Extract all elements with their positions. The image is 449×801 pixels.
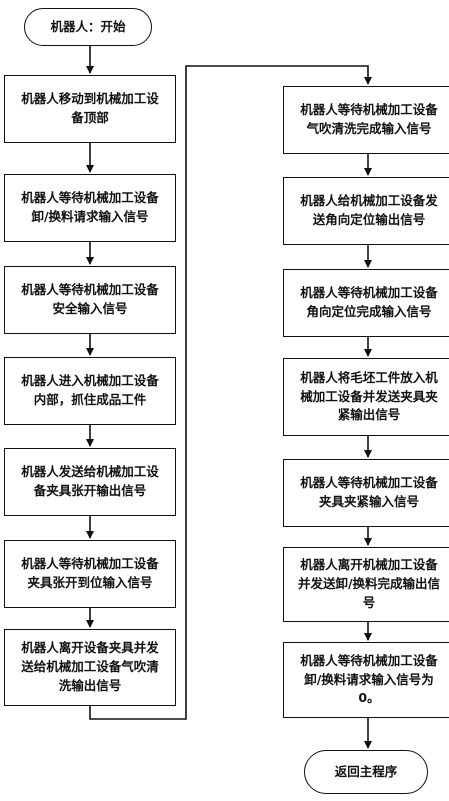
step-4: 机器人进入机械加工设备 内部，抓住成品工件 (4, 357, 176, 425)
step-10: 机器人等待机械加工设备 角向定位完成输入信号 (283, 269, 449, 337)
end-terminal: 返回主程序 (304, 750, 428, 794)
step-12: 机器人等待机械加工设备 夹具夹紧输入信号 (283, 459, 449, 527)
start-terminal: 机器人：开始 (24, 8, 152, 46)
step-13: 机器人离开机械加工设备 并发送卸/换料完成输出信 号 (283, 547, 449, 622)
step-9: 机器人给机械加工设备发 送角向定位输出信号 (283, 177, 449, 245)
step-8: 机器人等待机械加工设备 气吹清洗完成输入信号 (283, 86, 449, 154)
step-3: 机器人等待机械加工设备 安全输入信号 (4, 266, 176, 334)
step-14: 机器人等待机械加工设备 卸/换料请求输入信号为 0。 (283, 642, 449, 718)
column-connector (89, 65, 372, 720)
step-1: 机器人移动到机械加工设 备顶部 (4, 75, 176, 143)
step-7: 机器人离开设备夹具并发 送给机械加工设备气吹清 洗输出信号 (4, 629, 176, 706)
step-2: 机器人等待机械加工设备 卸/换料请求输入信号 (4, 174, 176, 242)
step-11: 机器人将毛坯工件放入机 械加工设备并发送夹具夹 紧输出信号 (283, 358, 449, 436)
step-6: 机器人等待机械加工设备 夹具张开到位输入信号 (4, 540, 176, 608)
step-5: 机器人发送给机械加工设 备夹具张开输出信号 (4, 448, 176, 516)
